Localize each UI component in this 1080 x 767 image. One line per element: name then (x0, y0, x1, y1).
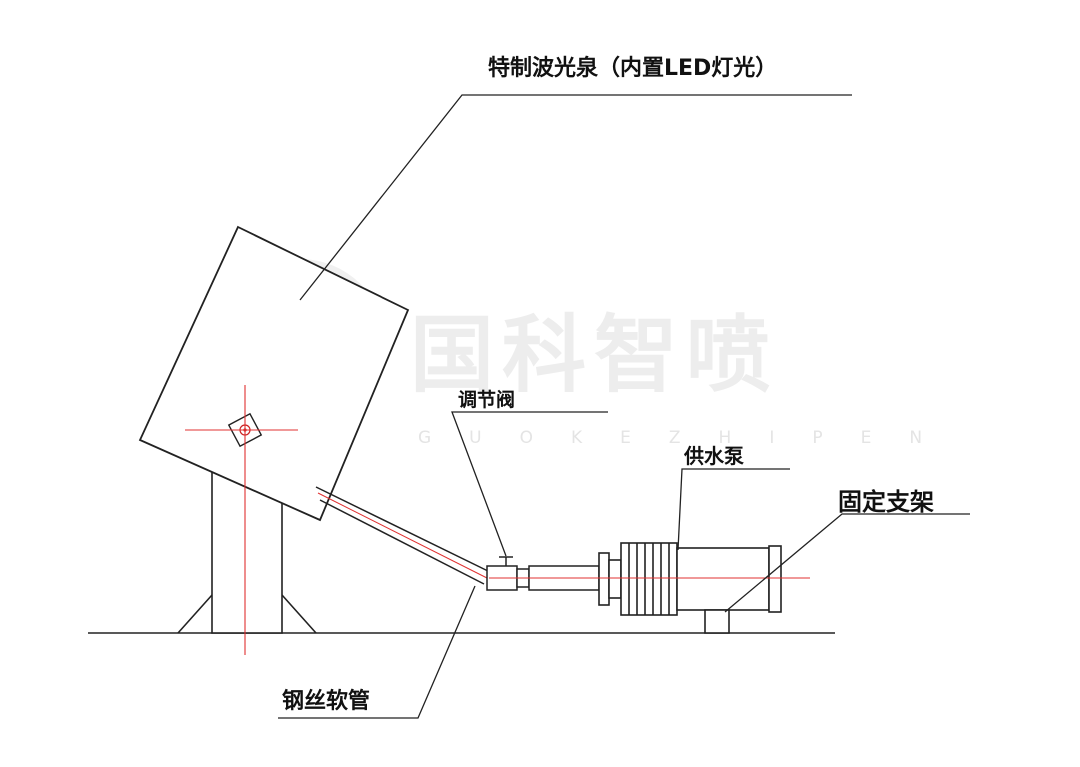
watermark-en: GUOKEZHIPEN (418, 428, 961, 448)
fountain-box (138, 225, 410, 522)
label-hose: 钢丝软管 (282, 689, 371, 714)
steel-hose (315, 486, 491, 585)
watermark-cn: 国科智喷 (410, 306, 779, 404)
label-fountain: 特制波光泉（内置LED灯光） (488, 56, 778, 81)
hose-centerline (317, 492, 488, 579)
label-bracket: 固定支架 (838, 488, 934, 516)
label-pump: 供水泵 (684, 444, 744, 468)
supply-pump (598, 542, 782, 634)
leader-lines (278, 94, 970, 719)
regulating-valve (486, 556, 600, 591)
label-valve: 调节阀 (458, 389, 516, 411)
pivot-centerlines (185, 385, 298, 655)
